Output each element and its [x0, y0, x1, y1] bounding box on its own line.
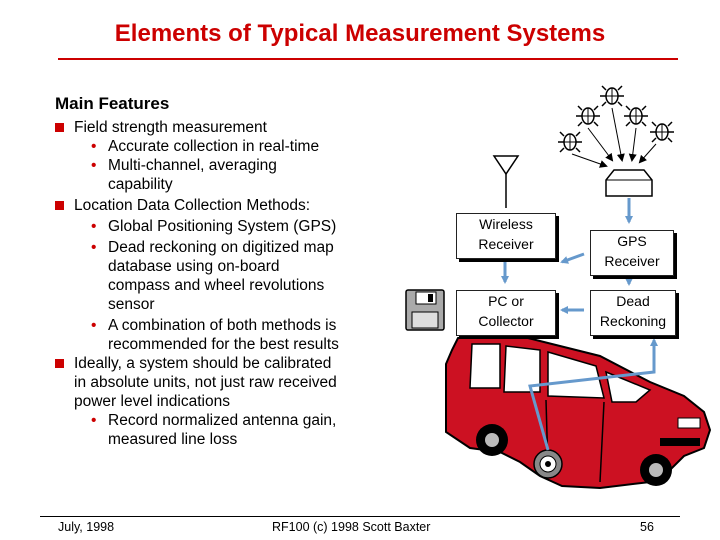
flow-arrows	[501, 198, 658, 358]
square-bullet-icon	[55, 201, 64, 210]
gps-receiver-box: GPS Receiver	[590, 230, 674, 276]
pc-collector-box: PC or Collector	[456, 290, 556, 336]
sub-bullet-item: •Multi-channel, averaging	[91, 157, 277, 174]
bullet-list: Field strength measurement •Accurate col…	[55, 118, 385, 449]
bullet-continuation: power level indications	[74, 393, 230, 410]
dot-bullet-icon: •	[91, 218, 97, 235]
square-bullet-icon	[55, 359, 64, 368]
sub-bullet-continuation: sensor	[108, 296, 155, 313]
section-heading: Main Features	[55, 94, 170, 113]
sub-bullet-continuation: capability	[108, 176, 173, 193]
dot-bullet-icon: •	[91, 317, 97, 334]
sub-bullet-continuation: measured line loss	[108, 431, 238, 448]
vehicle-icon	[445, 335, 712, 490]
footer-rule	[40, 516, 680, 517]
dot-bullet-icon: •	[91, 138, 97, 155]
wireless-receiver-box: Wireless Receiver	[456, 213, 556, 259]
title-rule	[58, 58, 678, 60]
satellite-icon	[576, 105, 600, 127]
sub-bullet-item: •A combination of both methods is	[91, 317, 337, 334]
antenna-icon	[492, 155, 520, 208]
bullet-item: Ideally, a system should be calibrated	[55, 354, 385, 373]
bullet-item: Location Data Collection Methods:	[55, 196, 385, 215]
sub-bullet-continuation: recommended for the best results	[108, 336, 339, 353]
sensor-cable	[528, 358, 656, 451]
satellite-icon	[650, 121, 674, 143]
footer-copyright: RF100 (c) 1998 Scott Baxter	[272, 520, 431, 534]
sub-bullet-item: •Dead reckoning on digitized map	[91, 239, 334, 256]
dot-bullet-icon: •	[91, 412, 97, 429]
gps-antenna-icon	[605, 169, 653, 197]
sub-bullet-item: •Accurate collection in real-time	[91, 138, 320, 155]
wheel-sensor-icon	[533, 449, 563, 479]
sub-bullet-item: •Record normalized antenna gain,	[91, 412, 337, 429]
dot-bullet-icon: •	[91, 157, 97, 174]
page-number: 56	[640, 520, 654, 534]
sub-bullet-continuation: database using on-board	[108, 258, 280, 275]
slide-title: Elements of Typical Measurement Systems	[114, 20, 606, 47]
satellite-signal-lines	[571, 107, 657, 168]
satellite-icon	[600, 85, 624, 107]
sub-bullet-item: •Global Positioning System (GPS)	[91, 218, 337, 235]
satellite-icon	[624, 105, 648, 127]
dead-reckoning-box: Dead Reckoning	[590, 290, 676, 336]
satellite-icon	[558, 131, 582, 153]
footer-date: July, 1998	[58, 520, 115, 534]
sub-bullet-continuation: compass and wheel revolutions	[108, 277, 325, 294]
bullet-continuation: in absolute units, not just raw received	[74, 374, 337, 391]
bullet-item: Field strength measurement	[55, 118, 385, 137]
dot-bullet-icon: •	[91, 239, 97, 256]
floppy-disk-icon	[405, 289, 445, 331]
square-bullet-icon	[55, 123, 64, 132]
